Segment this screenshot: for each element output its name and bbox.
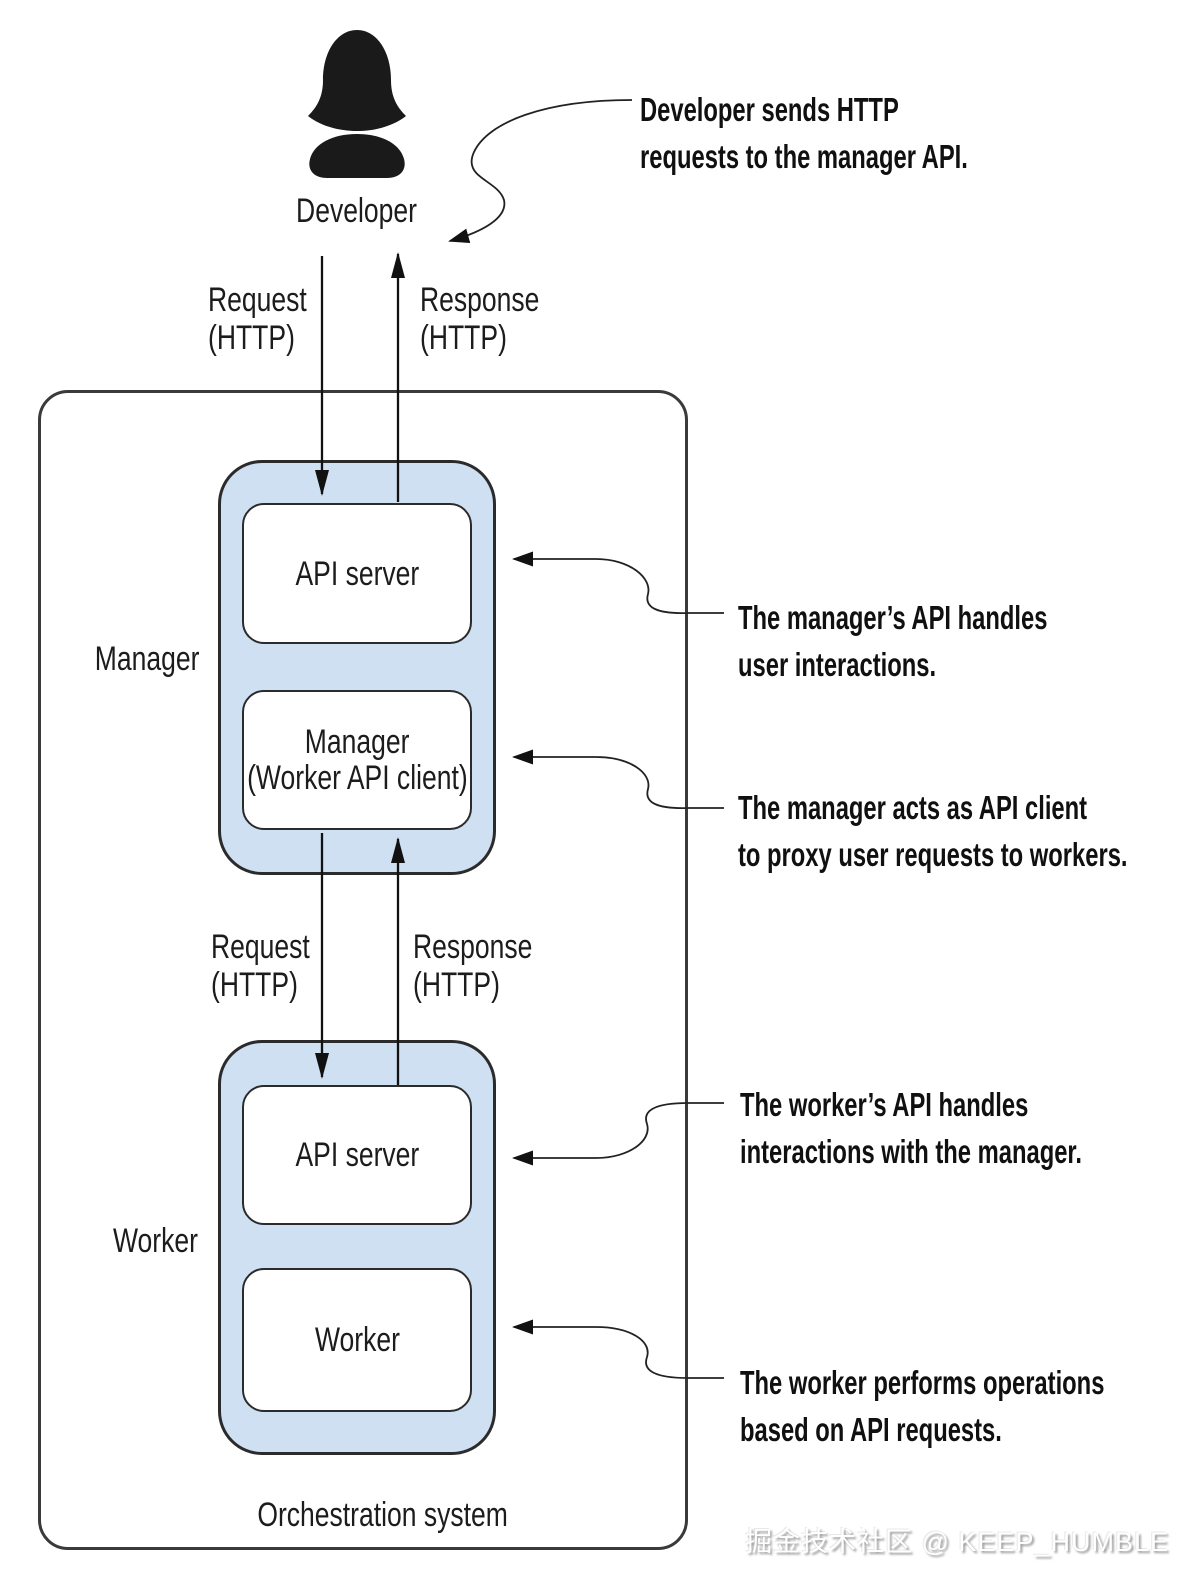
manager-worker-api-client-box: Manager (Worker API client) xyxy=(242,690,472,830)
worker-api-server-label: API server xyxy=(295,1136,419,1174)
annotation-worker-operations: The worker performs operations based on … xyxy=(740,1364,1105,1448)
connector-developer-annotation xyxy=(448,99,633,244)
annotation-manager-client: The manager acts as API client to proxy … xyxy=(738,789,1128,873)
worker-group-label: Worker xyxy=(112,1222,198,1260)
watermark: 掘金技术社区 @ KEEP_HUMBLE xyxy=(745,1527,1169,1557)
mid-response-label: Response (HTTP) xyxy=(413,928,533,1004)
manager-api-server-box: API server xyxy=(242,503,472,644)
annotation-manager-api: The manager’s API handles user interacti… xyxy=(738,599,1048,683)
manager-group-label: Manager xyxy=(94,640,200,678)
worker-api-server-box: API server xyxy=(242,1085,472,1225)
annotation-developer-sends: Developer sends HTTP requests to the man… xyxy=(640,91,968,175)
top-response-label: Response (HTTP) xyxy=(420,281,540,357)
orchestration-system-label: Orchestration system xyxy=(257,1496,508,1534)
manager-worker-api-client-label: Manager (Worker API client) xyxy=(246,723,468,797)
top-request-label: Request (HTTP) xyxy=(208,281,307,357)
worker-box-label: Worker xyxy=(314,1321,400,1359)
manager-api-server-label: API server xyxy=(295,554,419,593)
worker-box: Worker xyxy=(242,1268,472,1412)
developer-person-icon xyxy=(308,30,406,178)
developer-label: Developer xyxy=(295,192,417,230)
annotation-worker-api: The worker’s API handles interactions wi… xyxy=(740,1086,1082,1170)
mid-request-label: Request (HTTP) xyxy=(211,928,310,1004)
